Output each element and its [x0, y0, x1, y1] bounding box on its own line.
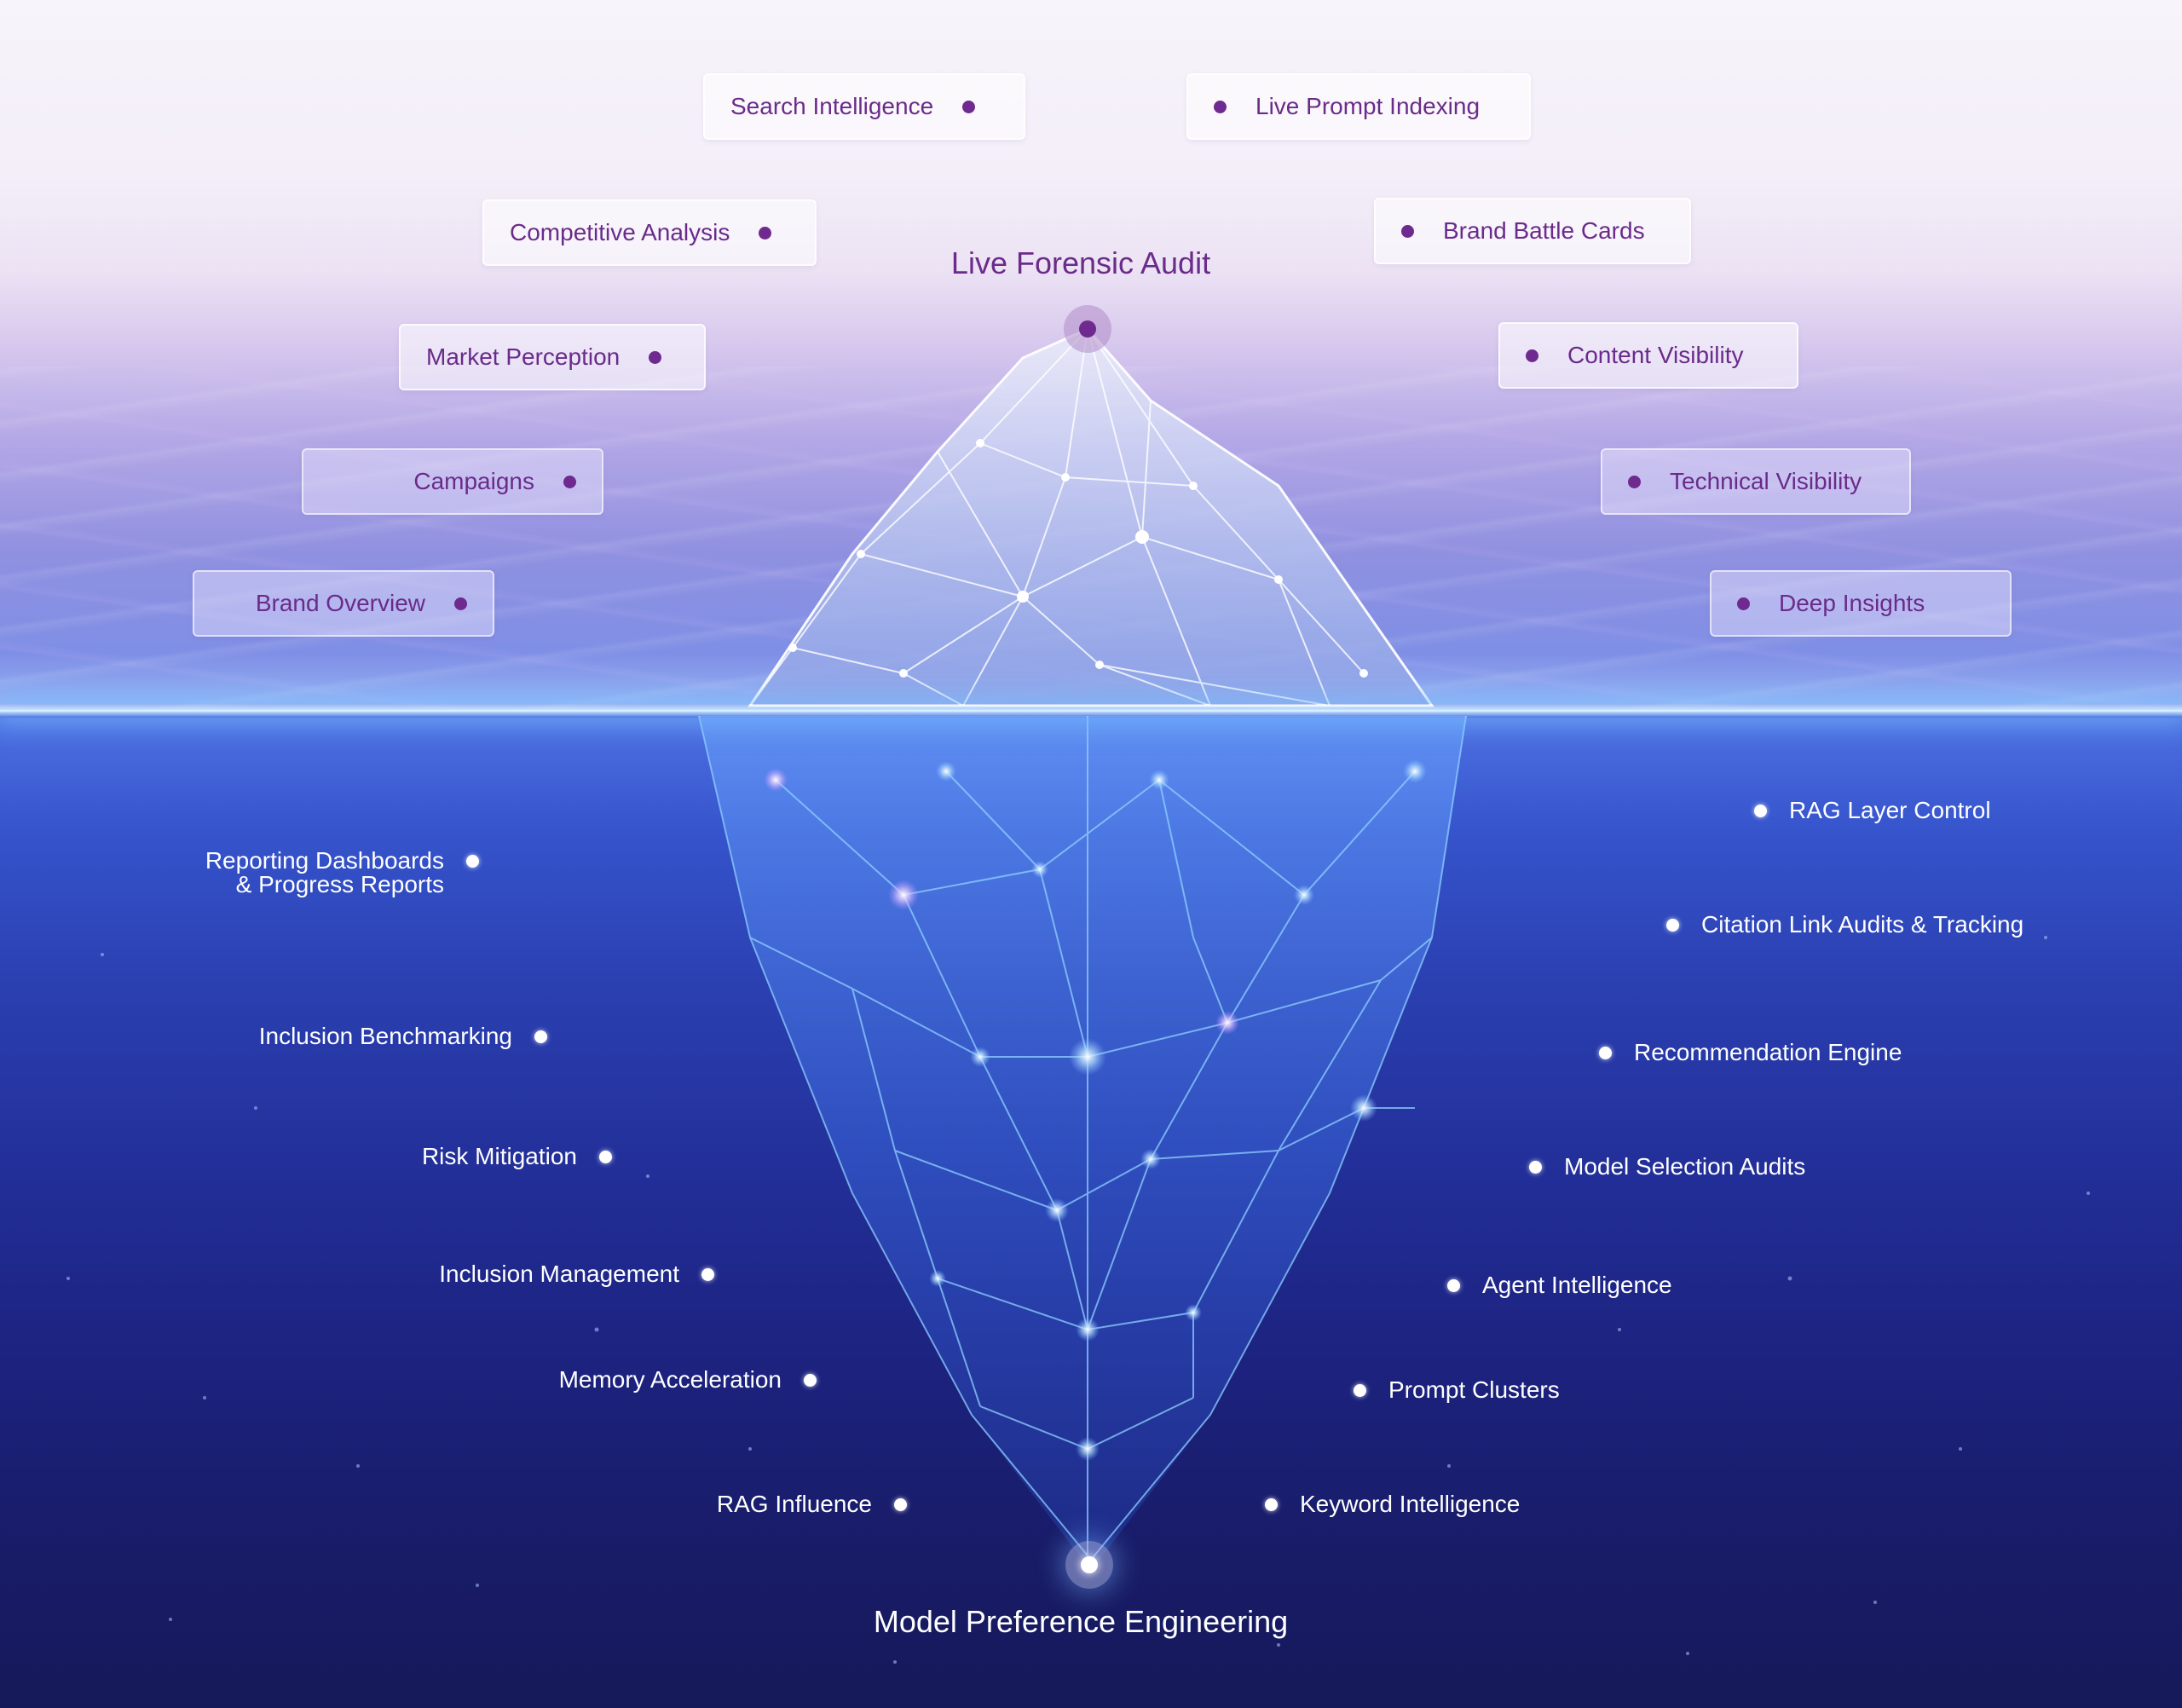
label-agent-intelligence: Agent Intelligence: [1447, 1273, 1672, 1297]
bullet-dot-icon: [454, 597, 467, 610]
label-risk-mitigation: Risk Mitigation: [422, 1145, 612, 1168]
bullet-dot-icon: [701, 1267, 714, 1281]
label-brand-overview: Brand Overview: [193, 570, 494, 637]
bullet-dot-icon: [599, 1150, 612, 1163]
top-node-icon: [1064, 305, 1111, 353]
label-inclusion-benchmarking: Inclusion Benchmarking: [259, 1024, 547, 1048]
bullet-dot-icon: [1666, 918, 1679, 932]
bullet-dot-icon: [759, 226, 772, 239]
bullet-dot-icon: [1599, 1046, 1612, 1059]
label-rag-influence: RAG Influence: [717, 1492, 907, 1516]
label-rag-layer-control: RAG Layer Control: [1754, 799, 1991, 822]
top-title: Live Forensic Audit: [950, 245, 1211, 280]
bullet-dot-icon: [1214, 100, 1227, 113]
bullet-dot-icon: [1529, 1160, 1542, 1174]
bullet-dot-icon: [1447, 1278, 1460, 1292]
label-market-perception: Market Perception: [399, 324, 706, 390]
label-brand-battle-cards: Brand Battle Cards: [1374, 198, 1691, 264]
bullet-dot-icon: [563, 475, 576, 488]
bottom-title: Model Preference Engineering: [873, 1604, 1289, 1639]
waterline: [0, 704, 2182, 718]
label-inclusion-management: Inclusion Management: [439, 1262, 714, 1286]
label-search-intelligence: Search Intelligence: [703, 73, 1025, 140]
bullet-dot-icon: [1526, 349, 1538, 362]
label-content-visibility: Content Visibility: [1498, 322, 1798, 389]
bullet-dot-icon: [1401, 224, 1414, 238]
bottom-node-icon: [1065, 1541, 1113, 1589]
label-citation-link-audits: Citation Link Audits & Tracking: [1666, 913, 2023, 937]
label-model-selection-audits: Model Selection Audits: [1529, 1155, 1805, 1179]
bullet-dot-icon: [466, 855, 479, 868]
label-keyword-intelligence: Keyword Intelligence: [1265, 1492, 1520, 1516]
label-deep-insights: Deep Insights: [1710, 570, 2012, 637]
bullet-dot-icon: [894, 1497, 907, 1511]
label-campaigns: Campaigns: [302, 448, 603, 515]
label-technical-visibility: Technical Visibility: [1601, 448, 1911, 515]
bullet-dot-icon: [534, 1030, 547, 1043]
bullet-dot-icon: [1737, 597, 1750, 610]
label-memory-acceleration: Memory Acceleration: [559, 1368, 817, 1392]
label-reporting-dashboards: Reporting Dashboards & Progress Reports: [205, 849, 479, 897]
label-recommendation-engine: Recommendation Engine: [1599, 1041, 1902, 1065]
bullet-dot-icon: [1628, 475, 1641, 488]
label-prompt-clusters: Prompt Clusters: [1354, 1378, 1560, 1402]
bullet-dot-icon: [1265, 1497, 1278, 1511]
label-competitive-analysis: Competitive Analysis: [482, 199, 817, 266]
bullet-dot-icon: [1754, 804, 1767, 817]
bullet-dot-icon: [962, 100, 976, 113]
bullet-dot-icon: [804, 1373, 817, 1387]
bullet-dot-icon: [1354, 1383, 1366, 1397]
bullet-dot-icon: [649, 350, 662, 364]
label-live-prompt-indexing: Live Prompt Indexing: [1186, 73, 1531, 140]
